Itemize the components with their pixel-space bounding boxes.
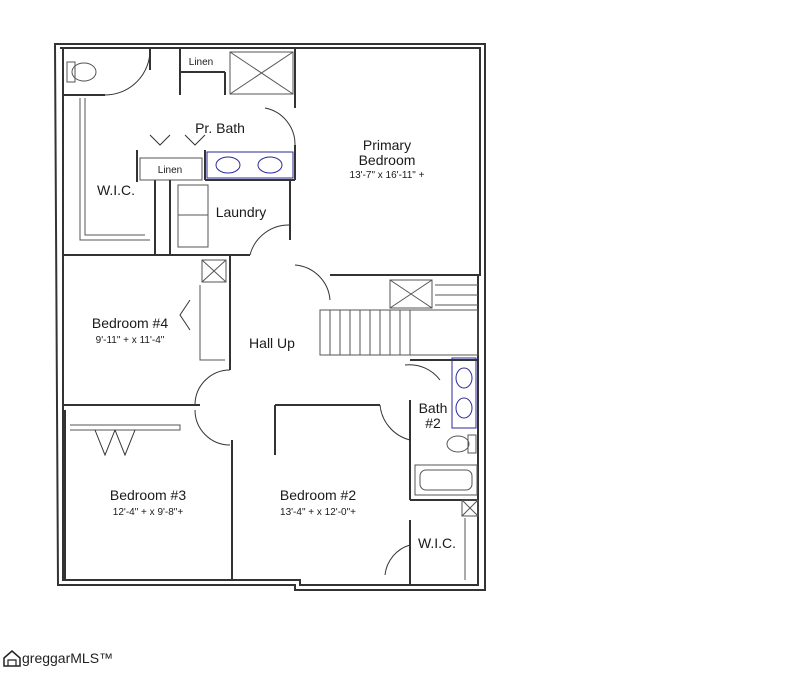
house-logo-icon [3,650,21,667]
room-labels: Primary Bedroom 13'-7" x 16'-11" + Pr. B… [92,57,456,551]
watermark: greggarMLS™ [2,648,113,668]
hall-up-label: Hall Up [249,335,295,351]
wic-right-label: W.I.C. [418,535,456,551]
door-swings [94,49,441,576]
exterior-walls [53,43,486,591]
sink-left-icon [215,156,241,174]
bedroom4-dims: 9'-11" + x 11'-4" [96,335,165,346]
primary-bedroom-label-2: Bedroom [359,152,416,168]
bath2-label: Bath [419,400,448,416]
linen-mid-label: Linen [158,165,182,176]
bedroom2-dims: 13'-4" + x 12'-0"+ [280,507,356,518]
bedroom3-label: Bedroom #3 [110,487,186,503]
pr-bath-label: Pr. Bath [195,120,245,136]
bedroom2-label: Bedroom #2 [280,487,356,503]
bath2-label-2: #2 [425,415,441,431]
primary-bedroom-label: Primary [363,137,411,153]
toilet-icon [66,61,97,83]
fixtures [66,61,477,454]
watermark-text: greggarMLS™ [22,650,114,666]
wic-left-label: W.I.C. [97,182,135,198]
interior-walls [62,48,480,585]
bedroom3-dims: 12'-4" + x 9'-8"+ [113,507,184,518]
bedroom4-label: Bedroom #4 [92,315,168,331]
sink-right-icon [257,156,283,174]
laundry-label: Laundry [216,204,267,220]
toilet-bath2-icon [446,434,477,454]
primary-bedroom-dims: 13'-7" x 16'-11" + [350,170,425,181]
linen-top-label: Linen [189,57,213,68]
